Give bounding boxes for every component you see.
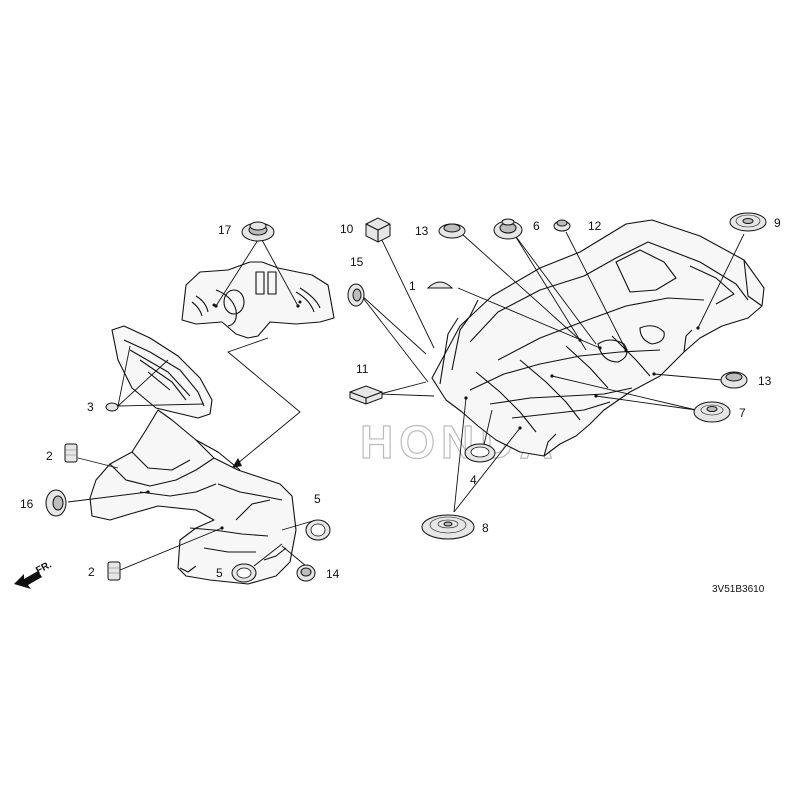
part-11-pad[interactable]	[349, 385, 383, 405]
part-10-pad[interactable]	[365, 217, 391, 243]
part-9-grommet[interactable]	[729, 212, 767, 232]
part-17-grommet[interactable]	[45, 489, 67, 517]
dashboard-connector-line	[227, 337, 301, 469]
part-13-grommet-upper[interactable]	[438, 223, 466, 239]
callout-1: 1	[409, 279, 416, 293]
callout-2-lower: 2	[88, 565, 95, 579]
callout-8: 8	[482, 521, 489, 535]
callout-5-right: 5	[314, 492, 321, 506]
callout-9: 9	[774, 216, 781, 230]
callout-17: 16	[20, 497, 34, 511]
callout-5-lower: 5	[216, 566, 223, 580]
part-12-grommet[interactable]	[553, 219, 571, 232]
part-5-grommet-lower[interactable]	[231, 563, 257, 583]
callout-labels: 17 3 2 16 2 5 5 14 10 15 11 1 13 6 12 9 …	[20, 216, 781, 581]
callout-7: 7	[739, 406, 746, 420]
part-13-grommet-lower[interactable]	[720, 371, 748, 389]
callout-13-lower: 13	[758, 374, 772, 388]
callout-3: 3	[87, 400, 94, 414]
callout-10: 10	[340, 222, 354, 236]
part-15-grommet[interactable]	[241, 221, 275, 242]
front-body-structure	[89, 409, 297, 585]
part-3-clip[interactable]	[105, 402, 119, 412]
part-5-grommet-right[interactable]	[305, 519, 331, 541]
callout-15: 17	[218, 223, 232, 237]
part-2-plug-upper[interactable]	[64, 443, 78, 463]
callout-4: 4	[470, 473, 477, 487]
floor-underbody	[431, 219, 765, 457]
front-arrow-label: FR.	[34, 559, 54, 576]
part-6-grommet[interactable]	[493, 218, 523, 240]
diagram-code: 3V51B3610	[712, 584, 765, 595]
part-14-grommet[interactable]	[296, 564, 316, 582]
dashboard-panel	[181, 261, 335, 339]
front-direction-arrow: FR.	[14, 559, 54, 589]
callout-2-upper: 2	[46, 449, 53, 463]
callout-12: 12	[588, 219, 602, 233]
part-16-grommet[interactable]	[347, 283, 365, 307]
part-2-plug-lower[interactable]	[107, 561, 121, 581]
callout-13-upper: 13	[415, 224, 429, 238]
callout-6: 6	[533, 219, 540, 233]
callout-11: 11	[356, 362, 369, 376]
part-4-plug[interactable]	[464, 443, 496, 463]
part-7-grommet[interactable]	[693, 401, 731, 423]
part-8-grommet[interactable]	[421, 514, 475, 540]
callout-16: 15	[350, 255, 364, 269]
part-1-plug[interactable]	[426, 281, 454, 289]
leader-lines	[67, 231, 745, 571]
callout-14: 14	[326, 567, 340, 581]
